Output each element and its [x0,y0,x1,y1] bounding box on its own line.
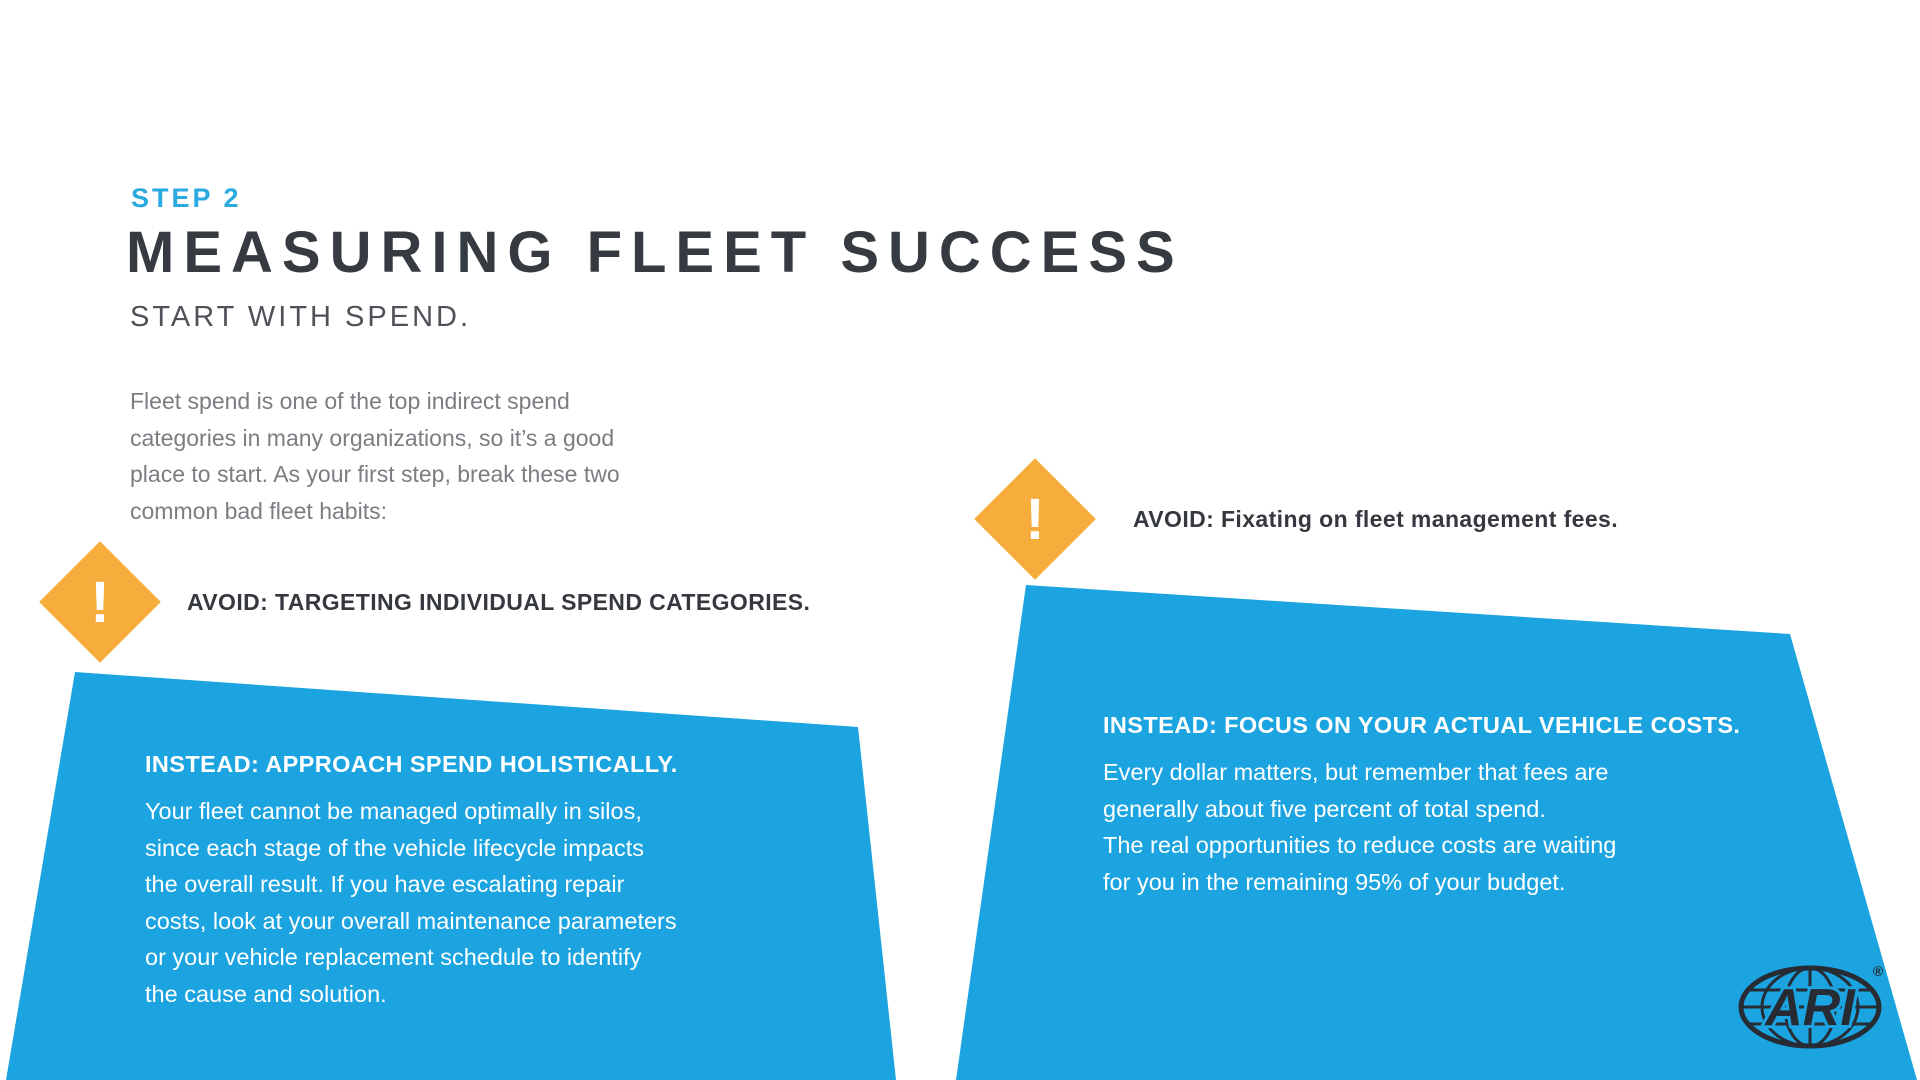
ari-logo: ARI ® [1736,962,1888,1050]
intro-line: common bad fleet habits: [130,497,387,524]
page-title: MEASURING FLEET SUCCESS [126,220,1184,285]
panel-right-text: INSTEAD: FOCUS ON YOUR ACTUAL VEHICLE CO… [1103,712,1740,900]
intro-line: categories in many organizations, so it’… [130,424,615,451]
body-line: since each stage of the vehicle lifecycl… [145,834,644,861]
body-line: generally about five percent of total sp… [1103,795,1546,822]
warning-diamond-right: ! [974,458,1096,580]
body-line: the overall result. If you have escalati… [145,871,625,897]
body-line: or your vehicle replacement schedule to … [145,944,642,970]
intro-line: place to start. As your first step, brea… [130,461,620,487]
body-line: the cause and solution. [145,980,387,1007]
instead-heading-right: INSTEAD: FOCUS ON YOUR ACTUAL VEHICLE CO… [1103,712,1741,738]
intro-paragraph: Fleet spend is one of the top indirect s… [130,383,620,529]
registered-mark: ® [1873,963,1884,979]
instead-heading-left: INSTEAD: APPROACH SPEND HOLISTICALLY. [145,751,678,777]
panel-left-text: INSTEAD: APPROACH SPEND HOLISTICALLY. Yo… [145,751,678,1012]
body-line: The real opportunities to reduce costs a… [1103,832,1617,858]
body-line: Your fleet cannot be managed optimally i… [145,798,642,824]
avoid-heading-right: AVOID: Fixating on fleet management fees… [1133,506,1619,532]
panel-left-body: Your fleet cannot be managed optimally i… [145,793,678,1012]
body-line: for you in the remaining 95% of your bud… [1103,868,1566,895]
intro-line: Fleet spend is one of the top indirect s… [130,388,570,414]
body-line: Every dollar matters, but remember that … [1103,759,1609,785]
warning-diamond-left: ! [39,541,161,663]
body-line: costs, look at your overall maintenance … [145,907,677,934]
page-subtitle: START WITH SPEND. [130,301,472,333]
panel-right-body: Every dollar matters, but remember that … [1103,754,1740,900]
exclamation-icon: ! [90,569,110,635]
avoid-heading-left: AVOID: TARGETING INDIVIDUAL SPEND CATEGO… [187,589,811,615]
logo-text: ARI [1763,979,1856,1037]
instead-panel-left: INSTEAD: APPROACH SPEND HOLISTICALLY. Yo… [6,672,896,1080]
instead-panel-right: INSTEAD: FOCUS ON YOUR ACTUAL VEHICLE CO… [956,585,1917,1080]
step-label: STEP 2 [131,183,242,213]
globe-icon: ARI ® [1738,963,1884,1049]
exclamation-icon: ! [1025,486,1045,552]
